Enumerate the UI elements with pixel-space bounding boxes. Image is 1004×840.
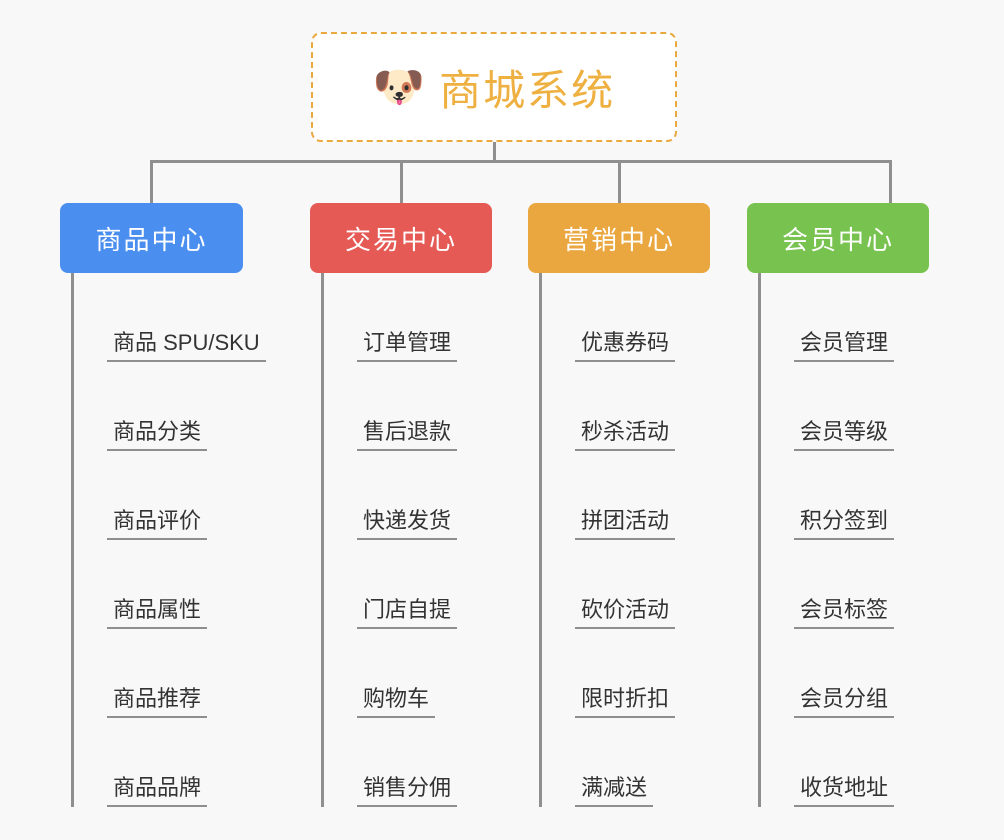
leaf-label: 门店自提	[357, 597, 458, 629]
root-node[interactable]: 🐶 商城系统	[311, 32, 677, 142]
category-header-marketing[interactable]: 营销中心	[528, 203, 710, 273]
leaf-label: 商品分类	[107, 419, 208, 451]
list-item[interactable]: 订单管理	[321, 273, 458, 362]
leaf-label: 快递发货	[357, 508, 458, 540]
list-item[interactable]: 商品品牌	[71, 718, 266, 807]
column-trunk-line	[71, 273, 74, 807]
category-column-member: 会员中心 会员管理 会员等级 积分签到 会员标签 会员分组 收货地址	[747, 203, 929, 807]
column-trunk-line	[539, 273, 542, 807]
list-item[interactable]: 会员管理	[758, 273, 895, 362]
leaf-list: 会员管理 会员等级 积分签到 会员标签 会员分组 收货地址	[758, 273, 895, 807]
category-header-product[interactable]: 商品中心	[60, 203, 243, 273]
leaf-label: 秒杀活动	[575, 419, 676, 451]
category-label: 交易中心	[344, 224, 457, 255]
list-item[interactable]: 满减送	[539, 718, 675, 807]
category-header-trade[interactable]: 交易中心	[310, 203, 492, 273]
list-item[interactable]: 限时折扣	[539, 629, 676, 718]
leaf-label: 限时折扣	[575, 686, 676, 718]
connector-drop-3	[618, 160, 621, 205]
leaf-label: 商品属性	[107, 597, 208, 629]
list-item[interactable]: 商品推荐	[71, 629, 266, 718]
leaf-label: 商品推荐	[107, 686, 208, 718]
leaf-label: 优惠券码	[575, 330, 676, 362]
category-column-trade: 交易中心 订单管理 售后退款 快递发货 门店自提 购物车 销售分佣	[310, 203, 492, 807]
leaf-label: 商品 SPU/SKU	[107, 330, 266, 362]
list-item[interactable]: 优惠券码	[539, 273, 676, 362]
list-item[interactable]: 砍价活动	[539, 540, 676, 629]
list-item[interactable]: 商品 SPU/SKU	[71, 273, 266, 362]
list-item[interactable]: 销售分佣	[321, 718, 458, 807]
list-item[interactable]: 秒杀活动	[539, 362, 676, 451]
leaf-label: 拼团活动	[575, 508, 676, 540]
category-label: 商品中心	[95, 224, 208, 255]
category-header-member[interactable]: 会员中心	[747, 203, 929, 273]
leaf-list: 优惠券码 秒杀活动 拼团活动 砍价活动 限时折扣 满减送	[539, 273, 676, 807]
column-trunk-line	[321, 273, 324, 807]
connector-drop-1	[150, 160, 153, 205]
list-item[interactable]: 商品分类	[71, 362, 266, 451]
leaf-label: 会员等级	[794, 419, 895, 451]
leaf-label: 砍价活动	[575, 597, 676, 629]
leaf-label: 商品评价	[107, 508, 208, 540]
list-item[interactable]: 会员分组	[758, 629, 895, 718]
list-item[interactable]: 快递发货	[321, 451, 458, 540]
category-label: 会员中心	[781, 224, 894, 255]
category-label: 营销中心	[562, 224, 675, 255]
root-title: 商城系统	[439, 66, 616, 114]
leaf-label: 购物车	[357, 686, 436, 718]
list-item[interactable]: 商品属性	[71, 540, 266, 629]
list-item[interactable]: 会员标签	[758, 540, 895, 629]
category-column-marketing: 营销中心 优惠券码 秒杀活动 拼团活动 砍价活动 限时折扣 满减送	[528, 203, 710, 807]
connector-drop-4	[889, 160, 892, 205]
list-item[interactable]: 售后退款	[321, 362, 458, 451]
list-item[interactable]: 拼团活动	[539, 451, 676, 540]
leaf-list: 商品 SPU/SKU 商品分类 商品评价 商品属性 商品推荐 商品品牌	[71, 273, 266, 807]
leaf-list: 订单管理 售后退款 快递发货 门店自提 购物车 销售分佣	[321, 273, 458, 807]
leaf-label: 销售分佣	[357, 775, 458, 807]
shiba-dog-face-icon: 🐶	[372, 63, 426, 110]
column-trunk-line	[758, 273, 761, 807]
leaf-label: 会员标签	[794, 597, 895, 629]
leaf-label: 积分签到	[794, 508, 895, 540]
leaf-label: 售后退款	[357, 419, 458, 451]
connector-drop-2	[400, 160, 403, 205]
leaf-label: 收货地址	[794, 775, 895, 807]
list-item[interactable]: 积分签到	[758, 451, 895, 540]
list-item[interactable]: 购物车	[321, 629, 457, 718]
connector-horizontal-bus	[150, 160, 892, 163]
category-column-product: 商品中心 商品 SPU/SKU 商品分类 商品评价 商品属性 商品推荐 商品品牌	[60, 203, 266, 807]
leaf-label: 会员管理	[794, 330, 895, 362]
list-item[interactable]: 会员等级	[758, 362, 895, 451]
leaf-label: 会员分组	[794, 686, 895, 718]
list-item[interactable]: 收货地址	[758, 718, 895, 807]
leaf-label: 商品品牌	[107, 775, 208, 807]
connector-root-stem	[493, 142, 496, 162]
leaf-label: 满减送	[575, 775, 654, 807]
list-item[interactable]: 商品评价	[71, 451, 266, 540]
list-item[interactable]: 门店自提	[321, 540, 458, 629]
leaf-label: 订单管理	[357, 330, 458, 362]
